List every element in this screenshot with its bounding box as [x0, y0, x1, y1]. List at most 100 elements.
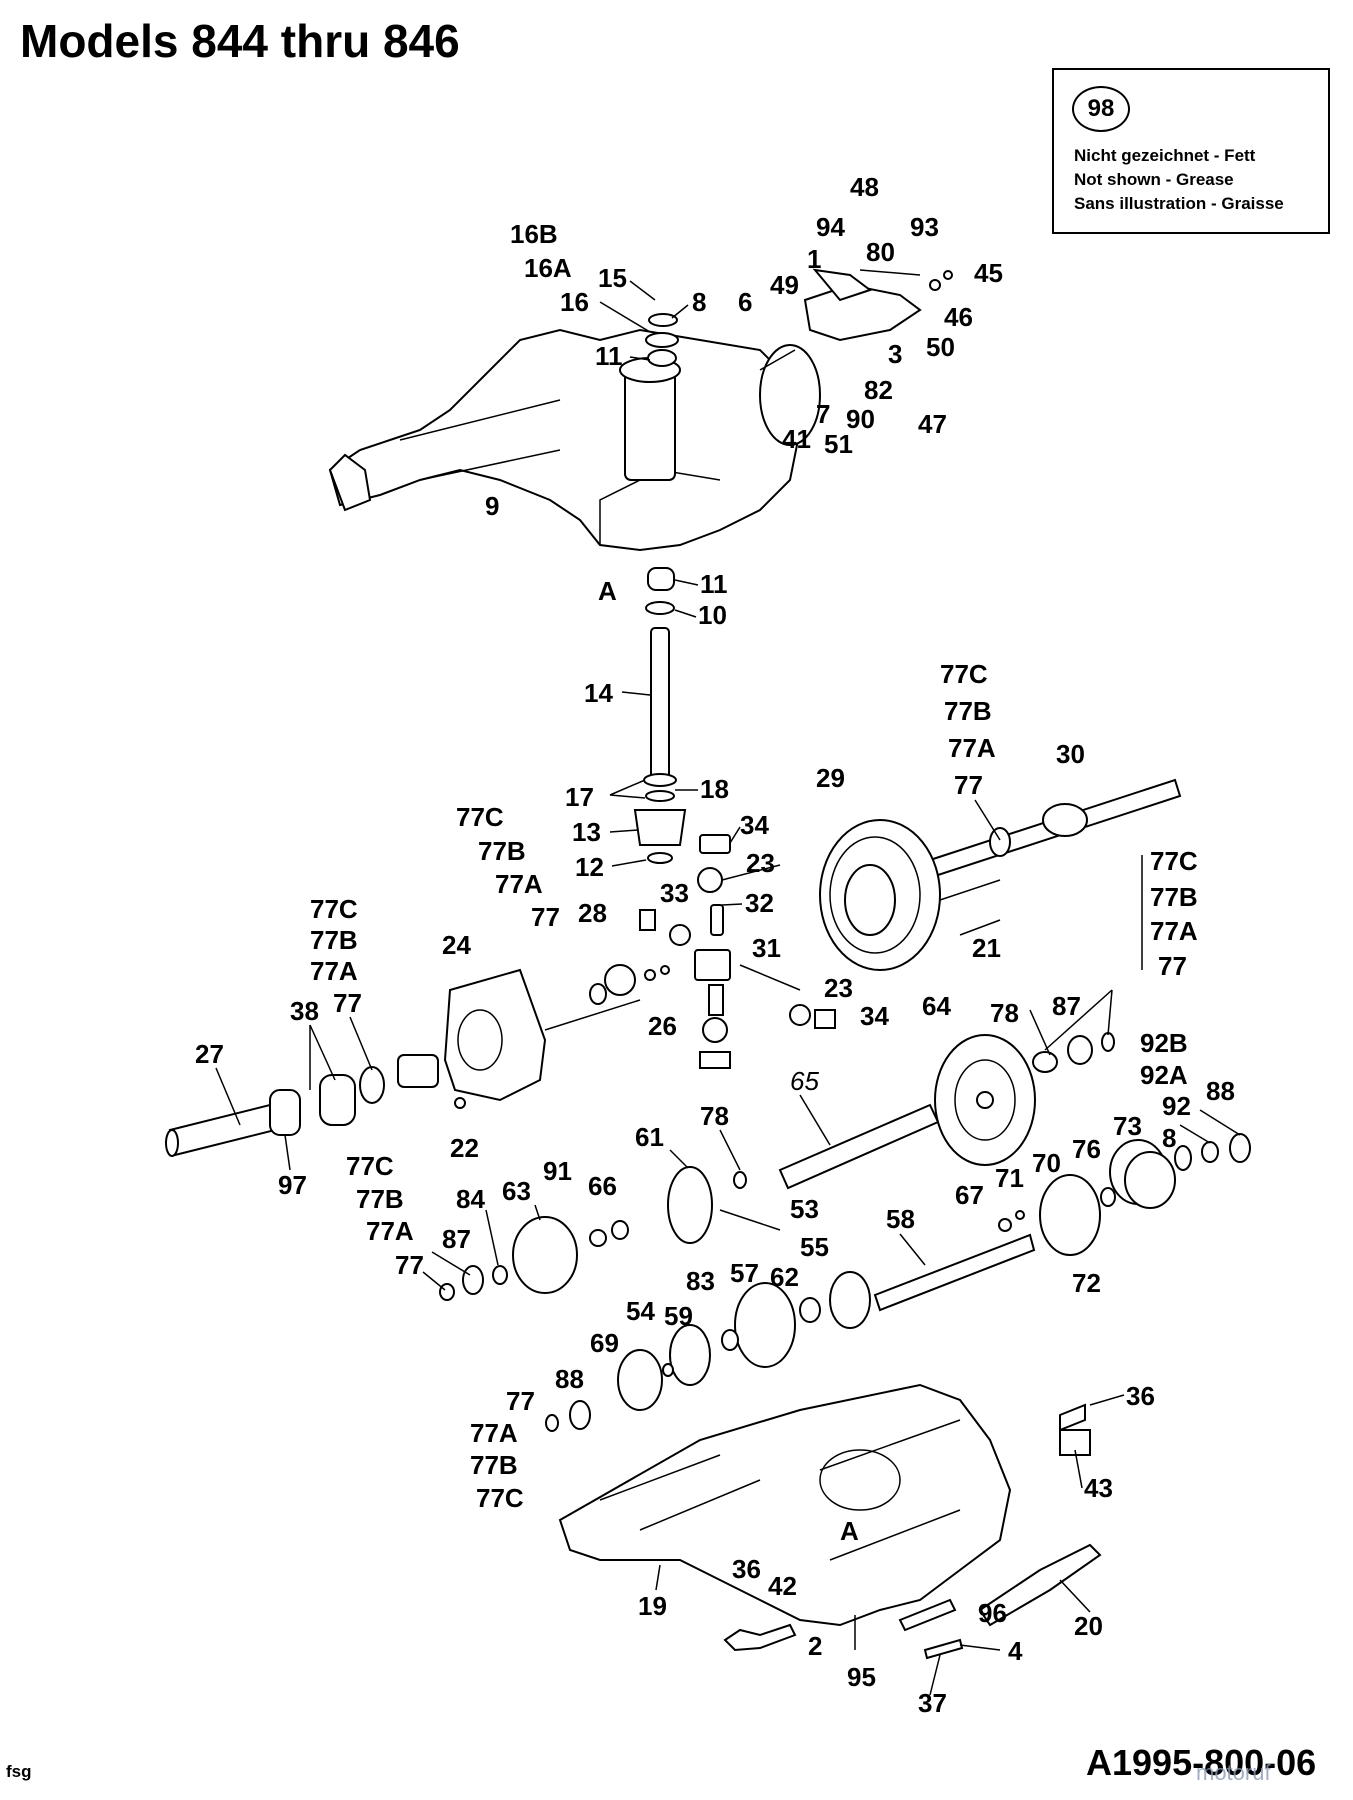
callout-7: 7: [816, 399, 830, 429]
callout-11-top: 11: [595, 341, 623, 371]
callout-4: 4: [1008, 1636, 1023, 1666]
callout-1: 1: [807, 244, 821, 274]
callout-31: 31: [752, 933, 781, 963]
callout-34-top: 34: [740, 810, 769, 840]
callout-21: 21: [972, 933, 1001, 963]
callout-97: 97: [278, 1170, 307, 1200]
callout-69: 69: [590, 1328, 619, 1358]
callout-84: 84: [456, 1184, 485, 1214]
callout-37: 37: [918, 1688, 947, 1718]
page-corner-note: fsg: [6, 1762, 32, 1781]
callout-92A: 92A: [1140, 1060, 1188, 1090]
callout-29: 29: [816, 763, 845, 793]
page-title: Models 844 thru 846: [20, 15, 460, 67]
callout-77A-d: 77A: [1150, 916, 1198, 946]
callout-64: 64: [922, 991, 951, 1021]
callout-16A: 16A: [524, 253, 572, 283]
callout-88-left: 88: [555, 1364, 584, 1394]
callout-77C-e: 77C: [346, 1151, 394, 1181]
callout-77B-c: 77B: [310, 925, 358, 955]
callout-58: 58: [886, 1204, 915, 1234]
callout-77-a: 77: [954, 770, 983, 800]
callout-57: 57: [730, 1258, 759, 1288]
callout-77A-f: 77A: [470, 1418, 518, 1448]
callout-61: 61: [635, 1122, 664, 1152]
callout-77-b: 77: [531, 902, 560, 932]
callout-50: 50: [926, 332, 955, 362]
callout-labels: 16B 16A 15 8 16 6 49 1 94 48 93 80 45 46…: [195, 172, 1235, 1718]
callout-A-upper: A: [598, 576, 617, 606]
callout-77C-c: 77C: [310, 894, 358, 924]
legend-line-en: Not shown - Grease: [1074, 170, 1234, 189]
callout-72: 72: [1072, 1268, 1101, 1298]
callout-65: 65: [790, 1066, 819, 1096]
upper-housing: [328, 328, 821, 552]
callout-23-top: 23: [746, 848, 775, 878]
callout-95: 95: [847, 1662, 876, 1692]
callout-91: 91: [543, 1156, 572, 1186]
callout-77-e: 77: [395, 1250, 424, 1280]
callout-48: 48: [850, 172, 879, 202]
callout-77C-f: 77C: [476, 1483, 524, 1513]
callout-77B-d: 77B: [1150, 882, 1198, 912]
callout-53: 53: [790, 1194, 819, 1224]
callout-47: 47: [918, 409, 947, 439]
callout-49: 49: [770, 270, 799, 300]
callout-26: 26: [648, 1011, 677, 1041]
legend-box: 98 Nicht gezeichnet - Fett Not shown - G…: [1052, 68, 1330, 234]
callout-16B: 16B: [510, 219, 558, 249]
callout-67: 67: [955, 1180, 984, 1210]
callout-46: 46: [944, 302, 973, 332]
callout-51: 51: [824, 429, 853, 459]
callout-80: 80: [866, 237, 895, 267]
callout-19: 19: [638, 1591, 667, 1621]
drawing-number: A1995-800-06: [1086, 1742, 1317, 1783]
callout-77-f: 77: [506, 1386, 535, 1416]
callout-17: 17: [565, 782, 594, 812]
differential-parts: [639, 834, 1001, 1069]
callout-8: 8: [692, 287, 706, 317]
callout-70: 70: [1032, 1148, 1061, 1178]
callout-77B-f: 77B: [470, 1450, 518, 1480]
callout-77B-e: 77B: [356, 1184, 404, 1214]
lower-gear-group: [545, 1271, 871, 1432]
callout-18: 18: [700, 774, 729, 804]
callout-77C-b: 77C: [456, 802, 504, 832]
callout-13: 13: [572, 817, 601, 847]
callout-30: 30: [1056, 739, 1085, 769]
callout-77A-b: 77A: [495, 869, 543, 899]
callout-10: 10: [698, 600, 727, 630]
callout-92: 92: [1162, 1091, 1191, 1121]
callout-3: 3: [888, 339, 902, 369]
callout-34-bottom: 34: [860, 1001, 889, 1031]
callout-87-left: 87: [442, 1224, 471, 1254]
callout-83: 83: [686, 1266, 715, 1296]
callout-76: 76: [1072, 1134, 1101, 1164]
callout-88-right: 88: [1206, 1076, 1235, 1106]
callout-28: 28: [578, 898, 607, 928]
middle-gear-train: [439, 1151, 1176, 1312]
leader-lines: [215, 280, 1241, 1696]
callout-8-right: 8: [1162, 1123, 1176, 1153]
left-axle-and-cover: [165, 964, 670, 1157]
legend-line-fr: Sans illustration - Graisse: [1074, 194, 1284, 213]
callout-41: 41: [782, 424, 811, 454]
callout-77B-b: 77B: [478, 836, 526, 866]
callout-59: 59: [664, 1301, 693, 1331]
callout-63: 63: [502, 1176, 531, 1206]
callout-66: 66: [588, 1171, 617, 1201]
callout-32: 32: [745, 888, 774, 918]
callout-71: 71: [995, 1163, 1024, 1193]
callout-33: 33: [660, 878, 689, 908]
callout-11-lower: 11: [700, 569, 728, 599]
callout-2: 2: [808, 1631, 822, 1661]
callout-45: 45: [974, 258, 1003, 288]
callout-77C-d: 77C: [1150, 846, 1198, 876]
callout-16: 16: [560, 287, 589, 317]
output-axle-and-ring-gear: [819, 778, 1182, 971]
callout-78-top: 78: [990, 998, 1019, 1028]
callout-77-d: 77: [1158, 951, 1187, 981]
callout-77C-a: 77C: [940, 659, 988, 689]
callout-27: 27: [195, 1039, 224, 1069]
